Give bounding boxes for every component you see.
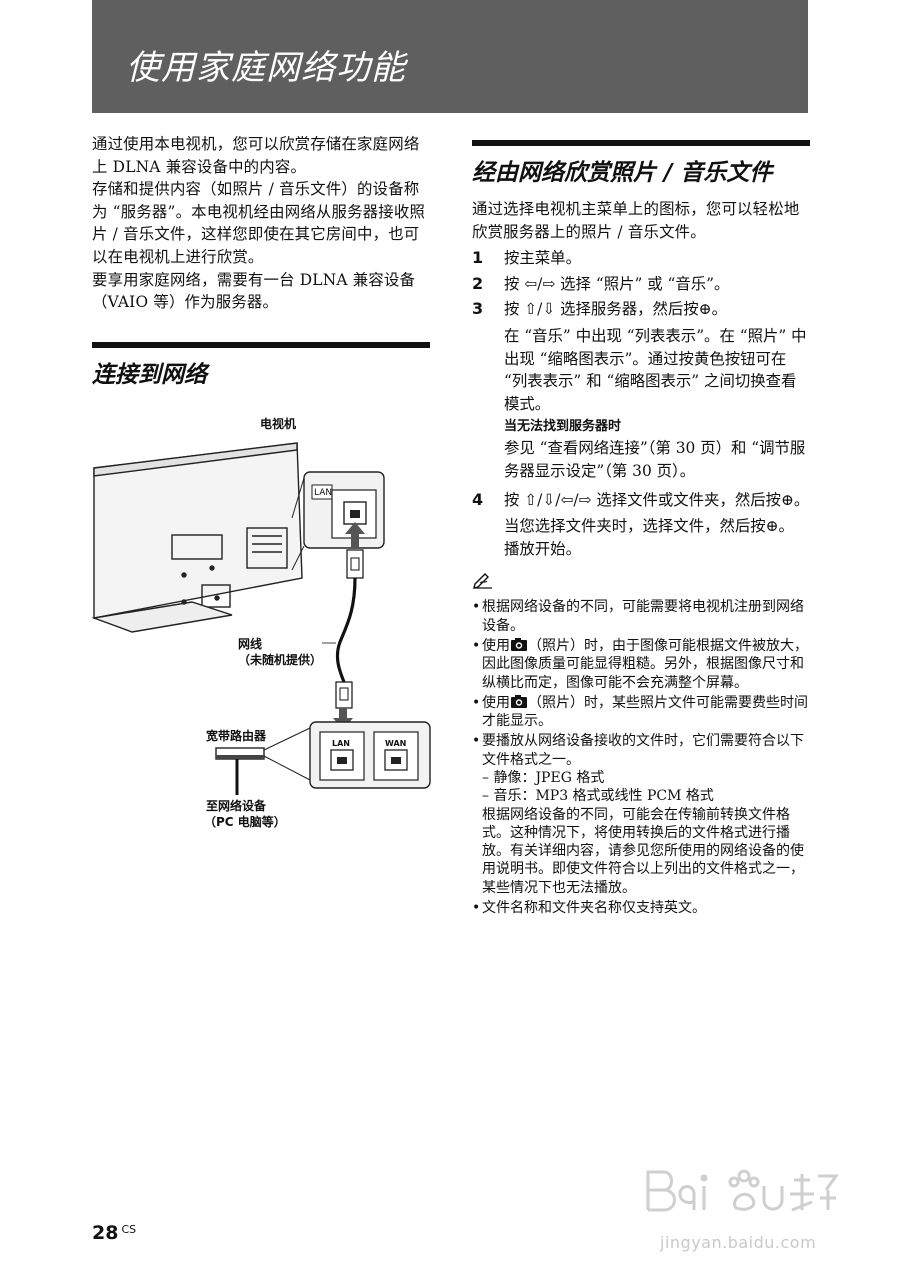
step-number: 3 <box>472 299 484 319</box>
step-2: 2 按 ⇦/⇨ 选择 “照片” 或 “音乐”。 <box>472 273 810 296</box>
note-item: 文件名称和文件夹名称仅支持英文。 <box>472 899 810 918</box>
intro-paragraph-3: 要享用家庭网络，需要有一台 DLNA 兼容设备（VAIO 等）作为服务器。 <box>92 270 416 312</box>
step-4-note: 当您选择文件夹时，选择文件，然后按⊕。 播放开始。 <box>472 515 810 560</box>
step-number: 1 <box>472 248 484 268</box>
step-3-subtext: 参见 “查看网络连接”（第 30 页）和 “调节服务器显示设定”（第 30 页）… <box>504 439 806 480</box>
section-rule <box>472 140 810 146</box>
router-illustration <box>215 747 265 795</box>
section-title-connect: 连接到网络 <box>92 361 207 388</box>
note-item: 要播放从网络设备接收的文件时，它们需要符合以下文件格式之一。 – 静像：JPEG… <box>472 732 810 897</box>
note-suffix: （照片）时，某些照片文件可能需要费些时间才能显示。 <box>482 694 808 730</box>
notes-list: 根据网络设备的不同，可能需要将电视机注册到网络设备。 使用（照片）时，由于图像可… <box>472 598 810 917</box>
cable-label-line2: （未随机提供） <box>238 653 323 667</box>
step-text: 按 ⇦/⇨ 选择 “照片” 或 “音乐”。 <box>504 274 730 293</box>
step-4-note-1: 当您选择文件夹时，选择文件，然后按⊕。 <box>504 517 794 536</box>
tv-label: 电视机 <box>260 417 297 431</box>
step-text: 按主菜单。 <box>504 249 581 268</box>
watermark-url: jingyan.baidu.com <box>660 1233 817 1252</box>
page-number-value: 28 <box>92 1222 119 1244</box>
network-label-line1: 至网络设备 <box>206 799 267 813</box>
step-4-note-2: 播放开始。 <box>504 539 581 558</box>
note-item: 使用（照片）时，由于图像可能根据文件被放大，因此图像质量可能显得粗糙。另外，根据… <box>472 637 810 692</box>
note-item: 根据网络设备的不同，可能需要将电视机注册到网络设备。 <box>472 598 810 635</box>
router-wan-label: WAN <box>385 739 407 748</box>
right-column: 经由网络欣赏照片 / 音乐文件 通过选择电视机主菜单上的图标，您可以轻松地欣赏服… <box>472 140 810 919</box>
page-number-suffix: CS <box>121 1223 137 1236</box>
section-title-enjoy: 经由网络欣赏照片 / 音乐文件 <box>472 160 773 186</box>
camera-icon <box>511 637 527 651</box>
tv-lan-port-zoom <box>303 471 385 549</box>
baidu-watermark-logo <box>646 1169 839 1212</box>
tv-illustration <box>91 442 303 633</box>
note-sub-jpeg: – 静像：JPEG 格式 <box>482 769 605 786</box>
steps-list: 1 按主菜单。 2 按 ⇦/⇨ 选择 “照片” 或 “音乐”。 3 按 ⇧/⇩ … <box>472 247 810 321</box>
router-label: 宽带路由器 <box>206 729 267 743</box>
cable-label-line1: 网线 <box>238 637 263 651</box>
note-pencil-icon <box>473 573 492 590</box>
intro-paragraph-2: 存储和提供内容（如照片 / 音乐文件）的设备称为 “服务器”。本电视机经由网络从… <box>92 180 426 266</box>
connection-diagram: 电视机 LAN 网线 （未随机提供） 宽带路由器 LAN WAN 至网络设备 （… <box>91 410 432 850</box>
step-3-subheading: 当无法找到服务器时 <box>504 419 622 435</box>
step-1: 1 按主菜单。 <box>472 247 810 270</box>
note-prefix: 使用 <box>482 637 510 654</box>
router-ports-zoom <box>309 721 431 789</box>
steps-list-continued: 4 按 ⇧/⇩/⇦/⇨ 选择文件或文件夹，然后按⊕。 <box>472 489 810 512</box>
router-lan-label: LAN <box>332 739 350 748</box>
connection-diagram-drawing <box>91 442 431 795</box>
step-text: 按 ⇧/⇩/⇦/⇨ 选择文件或文件夹，然后按⊕。 <box>504 490 810 509</box>
left-column: 通过使用本电视机，您可以欣赏存储在家庭网络上 DLNA 兼容设备中的内容。 存储… <box>92 133 430 400</box>
enjoy-intro: 通过选择电视机主菜单上的图标，您可以轻松地欣赏服务器上的照片 / 音乐文件。 <box>472 200 800 241</box>
note-text: 根据网络设备的不同，可能需要将电视机注册到网络设备。 <box>482 599 804 634</box>
page-title: 使用家庭网络功能 <box>126 48 406 88</box>
step-number: 4 <box>472 489 484 509</box>
note-text: 要播放从网络设备接收的文件时，它们需要符合以下文件格式之一。 <box>482 733 804 768</box>
step-number: 2 <box>472 273 484 293</box>
note-sub-music: – 音乐：MP3 格式或线性 PCM 格式 <box>482 788 714 805</box>
arrow-to-tv <box>345 522 365 548</box>
note-text: 文件名称和文件夹名称仅支持英文。 <box>482 900 706 917</box>
step-3-note-text: 在 “音乐” 中出现 “列表表示”。在 “照片” 中出现 “缩略图表示”。通过按… <box>504 326 807 413</box>
section-rule <box>92 341 430 348</box>
network-label-line2: （PC 电脑等） <box>204 815 286 829</box>
tv-lan-label: LAN <box>314 488 333 498</box>
note-suffix: （照片）时，由于图像可能根据文件被放大，因此图像质量可能显得粗糙。另外，根据图像… <box>482 637 808 691</box>
note-prefix: 使用 <box>482 694 510 711</box>
step-3: 3 按 ⇧/⇩ 选择服务器，然后按⊕。 <box>472 298 810 321</box>
step-3-note: 在 “音乐” 中出现 “列表表示”。在 “照片” 中出现 “缩略图表示”。通过按… <box>472 325 810 483</box>
intro-paragraph-1: 通过使用本电视机，您可以欣赏存储在家庭网络上 DLNA 兼容设备中的内容。 <box>92 135 420 176</box>
header-banner: 使用家庭网络功能 <box>92 0 808 113</box>
camera-icon <box>511 694 527 708</box>
step-4: 4 按 ⇧/⇩/⇦/⇨ 选择文件或文件夹，然后按⊕。 <box>472 489 810 512</box>
step-text: 按 ⇧/⇩ 选择服务器，然后按⊕。 <box>504 300 727 319</box>
note-item: 使用（照片）时，某些照片文件可能需要费些时间才能显示。 <box>472 694 810 731</box>
note-sub-conversion: 根据网络设备的不同，可能会在传输前转换文件格式。这种情况下，将使用转换后的文件格… <box>482 806 804 896</box>
network-cable <box>322 549 364 709</box>
